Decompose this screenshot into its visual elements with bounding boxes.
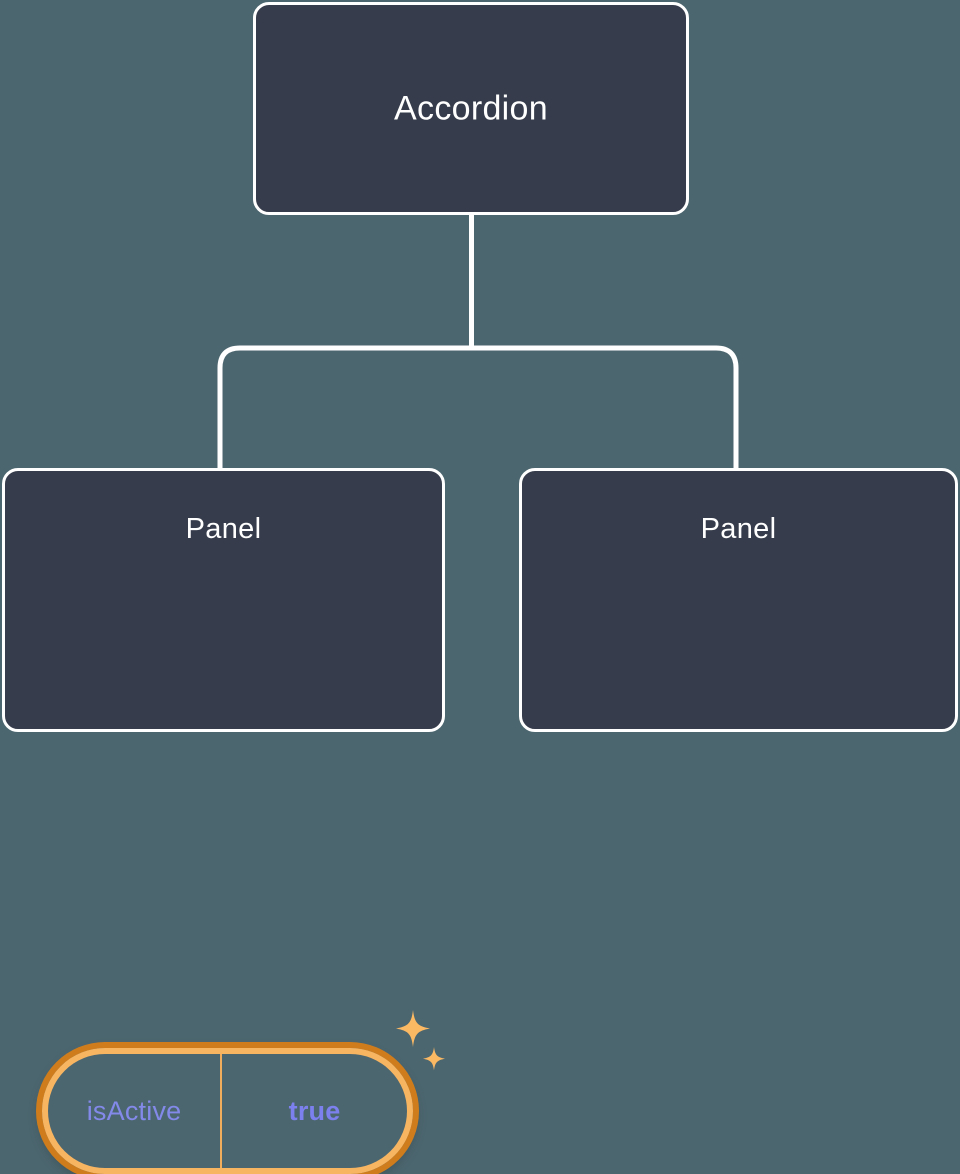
node-panel-inactive[interactable]: Panel isActive false: [519, 468, 958, 732]
prop-pill-key: isActive: [48, 1054, 223, 1168]
connector-bus-to-panels: [217, 345, 739, 468]
sparkle-large-icon: [396, 1010, 430, 1047]
sparkle-small-icon: [423, 1047, 445, 1071]
node-accordion-label: Accordion: [394, 89, 548, 127]
node-accordion[interactable]: Accordion: [253, 2, 689, 215]
prop-pill-value: true: [288, 1095, 341, 1126]
prop-pill-isactive-true[interactable]: isActive true: [42, 1048, 413, 1174]
node-panel-inactive-title: Panel: [700, 513, 777, 545]
node-panel-active[interactable]: Panel isActive true: [2, 468, 445, 1174]
sparkles-group: [396, 1010, 445, 1071]
node-panel-active-title: Panel: [185, 513, 262, 545]
